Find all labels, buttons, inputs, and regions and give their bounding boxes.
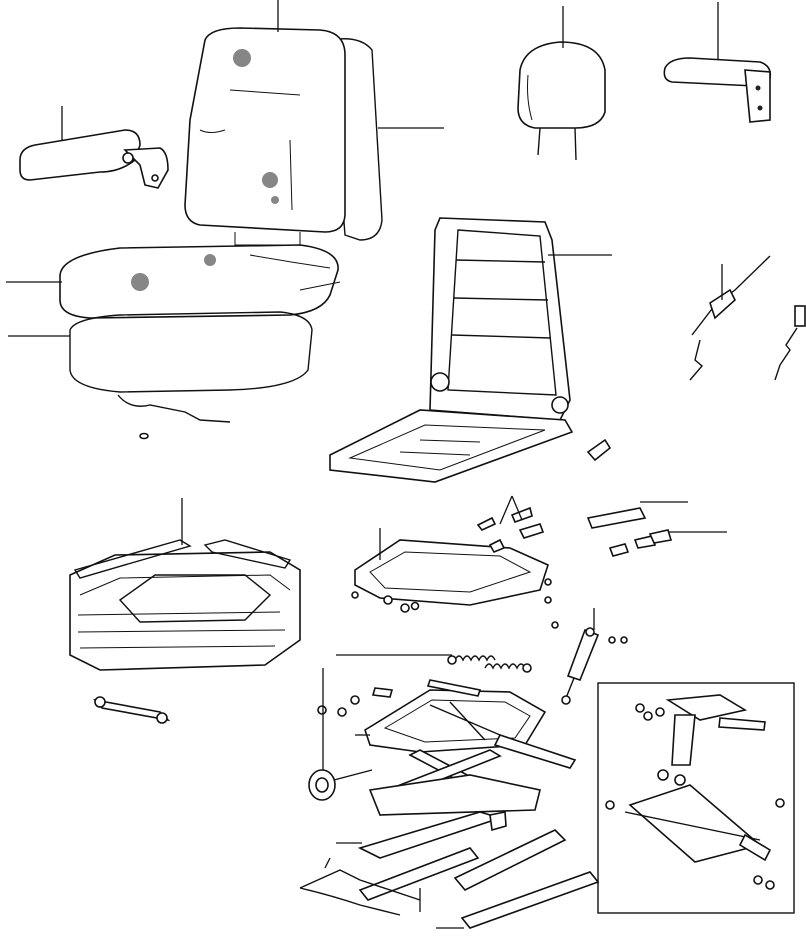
scissor-suspension xyxy=(317,679,577,816)
seat-wire xyxy=(117,394,231,440)
seat-foam-base xyxy=(69,311,313,393)
adjustment-lever-cable xyxy=(689,255,806,381)
suspension-springs xyxy=(447,655,532,673)
seat-cushion xyxy=(59,244,341,319)
backrest-cushion xyxy=(184,27,383,259)
detail-inset-mechanism xyxy=(597,682,795,914)
armrest-right xyxy=(663,57,772,123)
suspension-top-frame xyxy=(351,539,552,613)
height-adjust-knob xyxy=(308,769,373,801)
headrest xyxy=(517,41,606,161)
slide-rails xyxy=(299,811,600,929)
leader-rail-2 xyxy=(324,857,331,869)
leader-pins xyxy=(499,495,513,525)
leader-pins-2 xyxy=(511,495,523,521)
bushing-part xyxy=(586,438,612,462)
backrest-frame xyxy=(329,217,574,483)
armrest-left xyxy=(19,129,169,189)
fastener-set xyxy=(476,506,673,557)
shock-absorber xyxy=(551,621,628,705)
seat-pan-frame xyxy=(69,539,301,724)
